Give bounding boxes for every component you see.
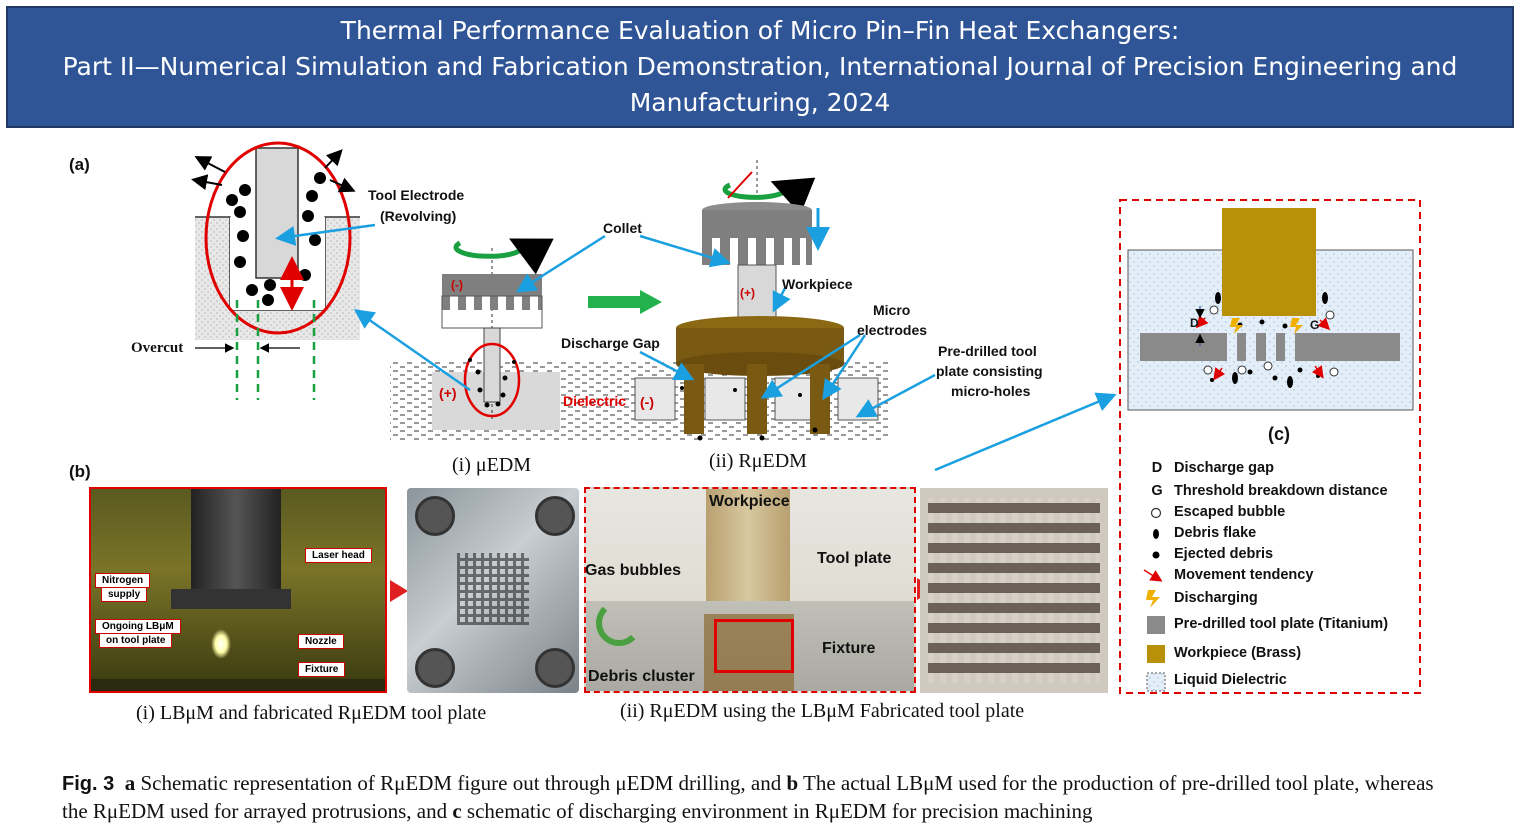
figure-caption: Fig. 3 a Schematic representation of RμE… <box>62 770 1462 825</box>
panel-b-subtitle-ii: (ii) RμEDM using the LBμM Fabricated too… <box>620 700 1025 722</box>
legend-text: Ejected debris <box>1174 546 1274 562</box>
electrodes-label: electrodes <box>857 322 928 338</box>
panel-c-schematic <box>1119 199 1421 694</box>
predrilled-label-2: plate consisting <box>936 363 1043 379</box>
overcut-label: Overcut <box>131 340 184 356</box>
ruedm-subtitle: (ii) RμEDM <box>709 450 807 472</box>
panel-a-label: (a) <box>69 155 90 174</box>
legend-ejected-debris: Ejected debris <box>1174 546 1273 562</box>
caption-text-2: The actual LBμM used for the production … <box>62 771 1434 823</box>
fixture-label: Fixture <box>822 640 876 657</box>
legend-liquid-dielectric: Liquid Dielectric <box>1174 672 1287 688</box>
tool-plate-photo <box>407 488 579 693</box>
nitrogen-tag-1: Nitrogen <box>95 573 151 588</box>
protrusion-array-photo <box>920 488 1108 693</box>
legend-text: Pre-drilled tool plate (Titanium) <box>1174 616 1389 632</box>
caption-b: b <box>786 771 799 795</box>
caption-c: c <box>452 799 462 823</box>
debris-cluster-label: Debris cluster <box>588 668 695 685</box>
caption-fig-number: Fig. 3 <box>62 773 115 795</box>
g-marker: G <box>1310 318 1320 332</box>
panel-b-subtitle-i: (i) LBμM and fabricated RμEDM tool plate <box>136 702 487 724</box>
workpiece-photo-label: Workpiece <box>709 493 790 510</box>
panel-c-label: (c) <box>1268 424 1290 444</box>
legend-symbols <box>1143 507 1166 692</box>
red-arrow-icon <box>390 580 408 602</box>
legend-tool-plate: Pre-drilled tool plate (Titanium) <box>1174 616 1388 632</box>
predrilled-label-1: Pre-drilled tool <box>938 343 1037 359</box>
minus-label-uedm: (-) <box>451 278 463 292</box>
plus-label-uedm: (+) <box>439 385 457 401</box>
g-symbol: G <box>1151 483 1163 499</box>
legend-debris-flake: Debris flake <box>1174 525 1256 541</box>
legend-text: Workpiece (Brass) <box>1174 645 1302 661</box>
collet-label: Collet <box>603 220 642 236</box>
tool-electrode-label: Tool Electrode <box>368 187 465 203</box>
banner-line-3: Manufacturing, 2024 <box>629 88 891 117</box>
micro-label: Micro <box>873 302 911 318</box>
legend-workpiece: Workpiece (Brass) <box>1174 645 1301 661</box>
laser-head-tag: Laser head <box>305 548 372 563</box>
ongoing-tag-2: on tool plate <box>99 633 173 648</box>
d-symbol: D <box>1151 460 1163 476</box>
legend-text: Threshold breakdown distance <box>1174 483 1388 499</box>
legend-escaped-bubble: Escaped bubble <box>1174 504 1285 520</box>
panel-b-label: (b) <box>69 462 91 481</box>
legend-text: Movement tendency <box>1174 567 1314 583</box>
fixture-small-tag: Fixture <box>298 662 346 677</box>
legend-text: Discharging <box>1174 590 1258 606</box>
caption-text-1: Schematic representation of RμEDM figure… <box>135 771 787 795</box>
zoom-inset <box>191 141 376 400</box>
legend-text: Debris flake <box>1174 525 1257 541</box>
ruedm-process-photo <box>584 487 916 693</box>
dielectric-label: Dielectric <box>563 393 627 409</box>
legend-movement: Movement tendency <box>1174 567 1313 583</box>
green-rotation-icon <box>596 600 642 646</box>
revolving-label: (Revolving) <box>380 208 457 224</box>
ongoing-tag-1: Ongoing LBμM <box>95 619 181 634</box>
plus-label-ruedm: (+) <box>740 286 755 300</box>
nozzle-tag: Nozzle <box>298 634 344 649</box>
d-marker: D <box>1190 316 1199 330</box>
legend-discharging: Discharging <box>1174 590 1258 606</box>
panel-a-connectors <box>353 234 1117 472</box>
workpiece-label: Workpiece <box>782 276 853 292</box>
legend-threshold: G Threshold breakdown distance <box>1148 483 1388 499</box>
nitrogen-tag-2: supply <box>101 587 148 602</box>
predrilled-label-3: micro-holes <box>951 383 1031 399</box>
uedm-subtitle: (i) μEDM <box>452 454 532 476</box>
caption-a: a <box>124 771 136 795</box>
discharge-gap-label: Discharge Gap <box>561 335 660 351</box>
legend-text: Liquid Dielectric <box>1174 672 1287 688</box>
banner-line-1: Thermal Performance Evaluation of Micro … <box>340 16 1180 45</box>
banner-line-2: Part II—Numerical Simulation and Fabrica… <box>62 52 1458 81</box>
minus-label-ruedm: (-) <box>640 394 654 410</box>
caption-text-3: schematic of discharging environment in … <box>461 799 1093 823</box>
legend-text: Discharge gap <box>1174 460 1274 476</box>
legend-text: Escaped bubble <box>1174 504 1286 520</box>
legend-discharge-gap: D Discharge gap <box>1148 460 1274 476</box>
tool-plate-label: Tool plate <box>817 550 892 567</box>
gas-bubbles-label: Gas bubbles <box>585 562 682 579</box>
title-banner: Thermal Performance Evaluation of Micro … <box>6 6 1514 128</box>
